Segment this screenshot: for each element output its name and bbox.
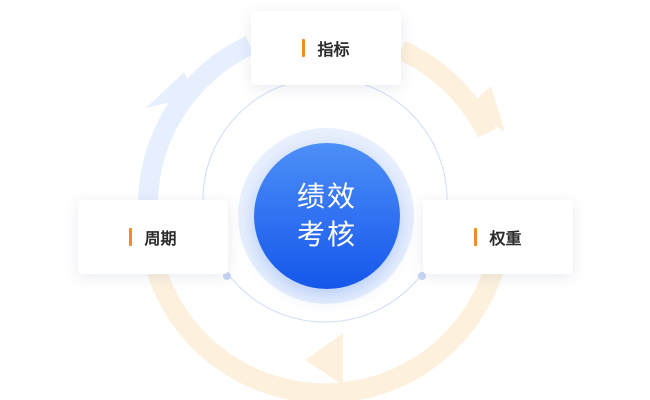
center-line1: 绩效 xyxy=(296,180,357,213)
arrow-head-top-left xyxy=(146,72,196,108)
node-label-top: 指标 xyxy=(317,40,350,59)
accent-bar xyxy=(302,39,306,57)
node-label-left: 周期 xyxy=(144,229,177,248)
center-circle: 绩效 考核 xyxy=(254,143,400,289)
center-line2: 考核 xyxy=(296,218,357,251)
node-card-left: 周期 xyxy=(78,200,228,274)
accent-bar xyxy=(474,228,478,246)
arrow-head-top-right xyxy=(467,86,505,132)
outer-arc-orange-bottom xyxy=(143,255,507,400)
ring-dot-right xyxy=(418,272,426,280)
ring-dot-left xyxy=(223,272,231,280)
accent-bar xyxy=(129,228,133,246)
arrow-head-bottom xyxy=(305,333,343,385)
node-label-right: 权重 xyxy=(489,229,522,248)
node-card-top: 指标 xyxy=(251,11,401,85)
outer-arc-orange-top xyxy=(396,40,496,138)
outer-arc-blue-left xyxy=(138,35,255,201)
node-card-right: 权重 xyxy=(423,200,573,274)
